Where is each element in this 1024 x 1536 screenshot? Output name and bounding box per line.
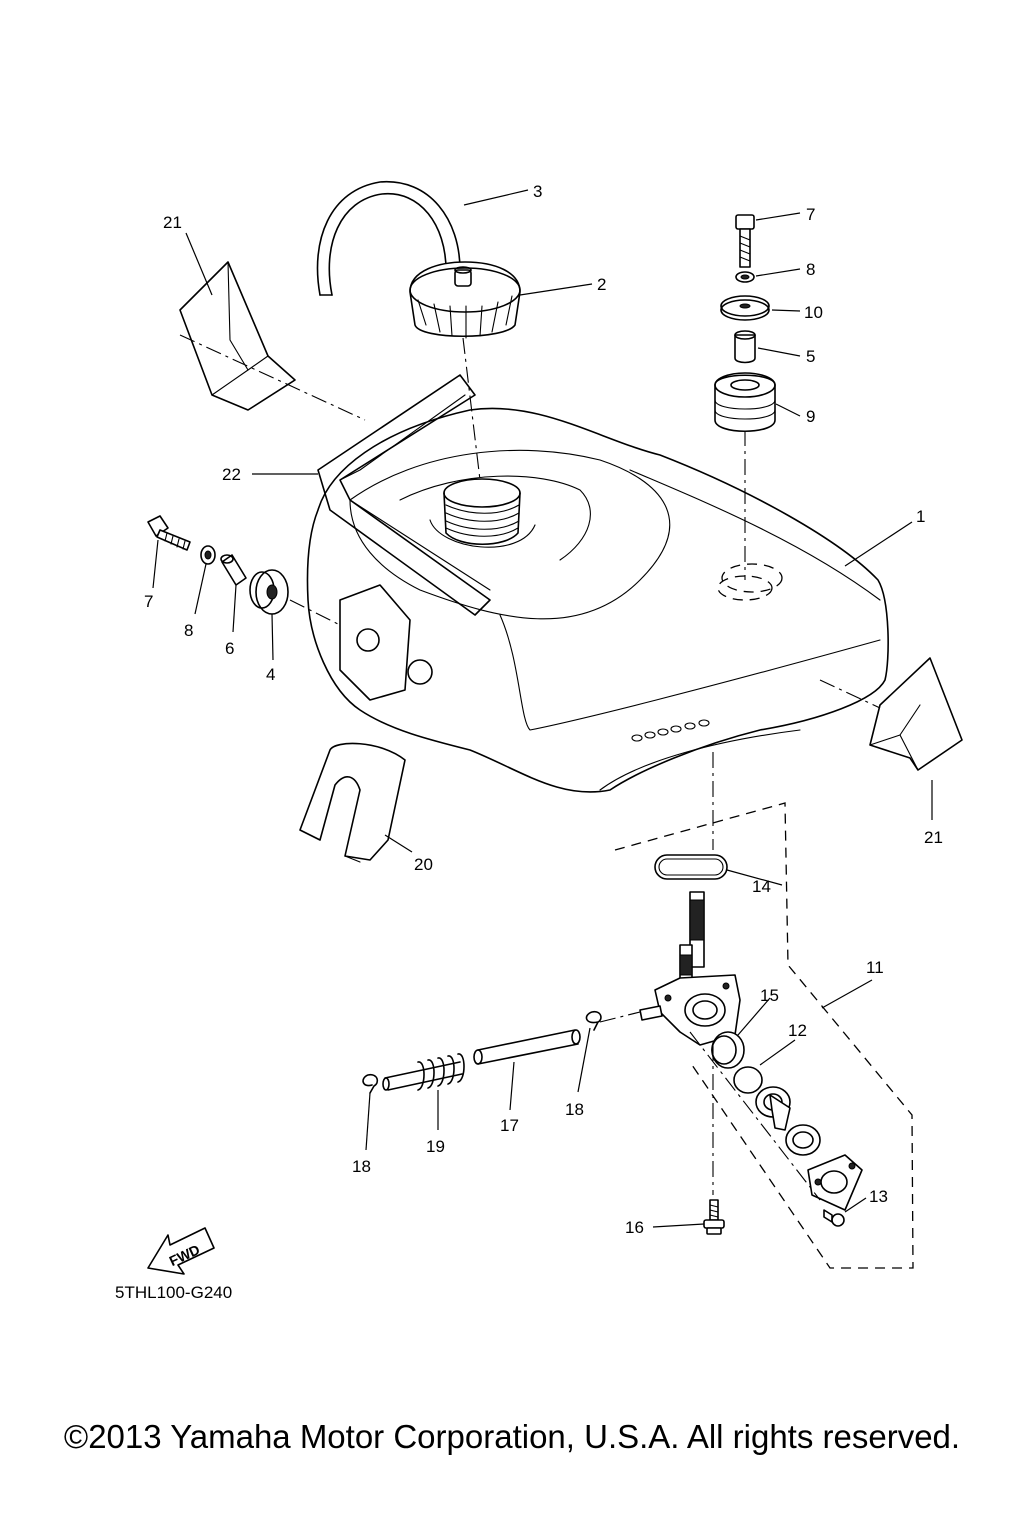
- fuel-pipe: [473, 1029, 581, 1065]
- pad-axis-upper: [179, 334, 366, 421]
- cock-screw: [823, 1209, 845, 1227]
- drawing-code: 5THL100-G240: [115, 1283, 232, 1302]
- tank-guard-bracket: [317, 374, 491, 616]
- fuel-tank: [306, 407, 889, 793]
- callout-1: 1: [916, 507, 925, 526]
- callout-20: 20: [414, 855, 433, 874]
- callout-7-left: 7: [144, 592, 153, 611]
- callout-21-upper: 21: [163, 213, 182, 232]
- cock-seal-ring: [785, 1124, 821, 1156]
- callout-22: 22: [222, 465, 241, 484]
- cock-lever: [755, 1086, 791, 1131]
- callout-16: 16: [625, 1218, 644, 1237]
- callout-8-left: 8: [184, 621, 193, 640]
- hose-clip-left: [362, 1073, 379, 1094]
- hose-clip-right: [585, 1010, 602, 1031]
- callout-9: 9: [806, 407, 815, 426]
- callout-8-right: 8: [806, 260, 815, 279]
- callout-13: 13: [869, 1187, 888, 1206]
- callout-numbers: 3 2 21 7 8 10 5 9 1 22 7 8 6 4 21 20 14 …: [144, 182, 943, 1237]
- callout-10: 10: [804, 303, 823, 322]
- callout-21-lower: 21: [924, 828, 943, 847]
- callout-18-right: 18: [565, 1100, 584, 1119]
- callout-2: 2: [597, 275, 606, 294]
- left-mount-stack: [147, 515, 289, 615]
- cock-gasket: [711, 1031, 745, 1069]
- leader-lines: [152, 189, 933, 1228]
- cock-bolt: [703, 1199, 725, 1235]
- copyright-notice: ©2013 Yamaha Motor Corporation, U.S.A. A…: [63, 1418, 961, 1455]
- callout-4: 4: [266, 665, 275, 684]
- right-mount-stack: [714, 214, 776, 433]
- cap-axis: [462, 337, 481, 481]
- callout-5: 5: [806, 347, 815, 366]
- callout-18-left: 18: [352, 1157, 371, 1176]
- rubber-pad-upper: [179, 261, 296, 411]
- callout-6: 6: [225, 639, 234, 658]
- o-ring: [654, 854, 728, 880]
- callout-12: 12: [788, 1021, 807, 1040]
- fwd-direction-arrow: FWD: [147, 1227, 215, 1275]
- pad-axis-lower: [819, 679, 881, 709]
- callout-19: 19: [426, 1137, 445, 1156]
- fuel-cock-body: [639, 891, 741, 1046]
- cock-cover-plate: [807, 1154, 863, 1211]
- callout-17: 17: [500, 1116, 519, 1135]
- cock-valve: [733, 1066, 763, 1094]
- rubber-pad-lower: [869, 657, 963, 771]
- callout-7-right: 7: [806, 205, 815, 224]
- callout-15: 15: [760, 986, 779, 1005]
- callout-14: 14: [752, 877, 771, 896]
- callout-11: 11: [866, 958, 884, 977]
- pipe-axis: [599, 1011, 641, 1023]
- vent-hose: [316, 181, 461, 296]
- fuel-cock-assembly-frame: [614, 802, 914, 1269]
- u-rubber-pad: [299, 742, 406, 863]
- fuel-hose-with-spring: [382, 1053, 465, 1091]
- front-mount-axis: [289, 599, 341, 626]
- fuel-cap: [409, 261, 521, 339]
- valve-axis: [689, 1031, 821, 1201]
- callout-3: 3: [533, 182, 542, 201]
